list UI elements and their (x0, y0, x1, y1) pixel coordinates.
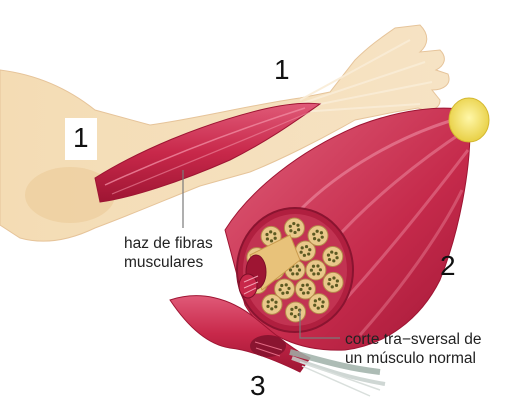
fiber-dot (266, 237, 269, 240)
fiber-dot (334, 252, 337, 255)
fiber-dot (292, 222, 295, 225)
fiber-dot (301, 284, 304, 287)
fiber-dot (274, 305, 277, 308)
fiber-dot (312, 233, 315, 236)
fascicle (308, 226, 328, 246)
fascicle (309, 294, 329, 314)
fiber-dot (308, 287, 311, 290)
fiber-dot (327, 282, 330, 285)
fiber-dot (320, 231, 323, 234)
fiber-dot (265, 233, 268, 236)
haz-label-line2: musculares (124, 253, 213, 272)
fiber-dot (327, 254, 330, 257)
fiber-dot (273, 232, 276, 235)
fiber-dot (332, 259, 335, 262)
fiber-dot (328, 278, 331, 281)
fiber-dot (316, 230, 319, 233)
fiber-dot (267, 300, 270, 303)
fiber-dot (321, 305, 324, 308)
fiber-dot (271, 298, 274, 301)
fiber-dot (290, 308, 293, 311)
fiber-dot (313, 304, 316, 307)
fascicle (323, 272, 343, 292)
fiber-dot (281, 292, 284, 295)
fiber-dot (313, 237, 316, 240)
fiber-dot (321, 300, 324, 303)
fiber-dot (312, 272, 315, 275)
fiber-dot (293, 231, 296, 234)
fascicle (262, 294, 282, 314)
fiber-dot (286, 291, 289, 294)
fiber-dot (302, 292, 305, 295)
fiber-dot (335, 284, 338, 287)
haz-label-line1: haz de fibras (124, 234, 213, 253)
fiber-dot (332, 276, 335, 279)
corte-label-line1: corte tra−sversal de (345, 330, 482, 349)
fiber-dot (298, 268, 301, 271)
fiber-dot (306, 291, 309, 294)
fiber-dot (296, 224, 299, 227)
fiber-dot (278, 288, 281, 291)
fiber-dot (336, 279, 339, 282)
fiber-dot (294, 306, 297, 309)
fiber-dot (335, 256, 338, 259)
fiber-dot (285, 283, 288, 286)
fiber-dot (316, 264, 319, 267)
fiber-dot (287, 287, 290, 290)
fiber-dot (310, 269, 313, 272)
fiber-dot (317, 272, 320, 275)
fiber-number-label: 3 (250, 372, 266, 400)
fiber-dot (330, 250, 333, 253)
arm-number-label: 1 (65, 118, 97, 160)
fascicle (306, 260, 326, 280)
fiber-dot (307, 252, 310, 255)
corte-label-line2: un músculo normal (345, 349, 482, 368)
fiber-dot (305, 245, 308, 248)
fiber-dot (306, 283, 309, 286)
fiber-dot (299, 288, 302, 291)
haz-de-fibras-label: haz de fibras musculares (124, 234, 213, 272)
fiber-dot (270, 239, 273, 242)
fiber-dot (301, 246, 304, 249)
fiber-dot (274, 237, 277, 240)
fiber-dot (314, 299, 317, 302)
fascicle (284, 218, 304, 238)
fiber-dot (300, 251, 303, 254)
fascicle (286, 302, 306, 322)
muscle-number-label: 2 (440, 252, 456, 280)
fiber-dot (317, 306, 320, 309)
fiber-dot (296, 265, 299, 268)
fiber-dot (319, 268, 322, 271)
tendon (449, 98, 489, 142)
fiber-dot (321, 236, 324, 239)
fiber-dot (297, 228, 300, 231)
fiber-dot (308, 248, 311, 251)
fiber-dot (328, 258, 331, 261)
fiber-dot (274, 301, 277, 304)
fiber-dot (331, 285, 334, 288)
fiber-dot (318, 298, 321, 301)
fiber-dot (312, 265, 315, 268)
fiber-dot (290, 312, 293, 315)
fiber-dot (280, 284, 283, 287)
fascicle (323, 246, 343, 266)
hand-number-label: 1 (266, 50, 298, 92)
fiber-dot (291, 272, 294, 275)
fiber-dot (317, 238, 320, 241)
fiber-dot (294, 315, 297, 318)
fiber-dot (296, 272, 299, 275)
fiber-dot (289, 225, 292, 228)
fiber-dot (270, 307, 273, 310)
fiber-dot (303, 254, 306, 257)
fiber-dot (266, 305, 269, 308)
corte-transversal-label: corte tra−sversal de un músculo normal (345, 330, 482, 368)
fiber-dot (289, 229, 292, 232)
fiber-dot (269, 230, 272, 233)
